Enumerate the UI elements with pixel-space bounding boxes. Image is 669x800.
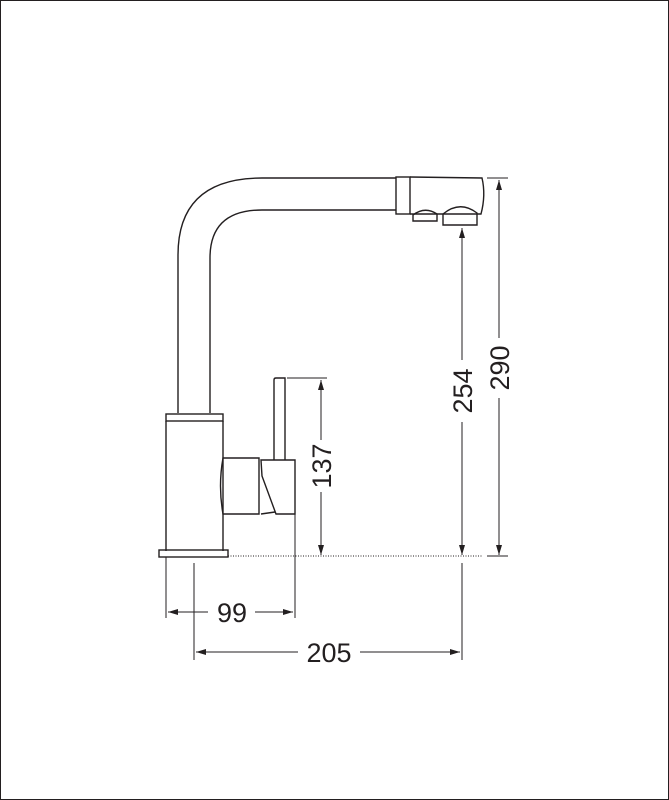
spray-button-1 [412, 209, 438, 222]
faucet-outline [158, 176, 485, 558]
spout-outer [177, 177, 396, 413]
handle-lever [273, 377, 286, 460]
spray-button-2 [442, 206, 478, 226]
handle-hub-left [219, 457, 260, 515]
handle-hub-seam [260, 511, 276, 515]
body-collar [165, 413, 224, 422]
dim-label-290: 290 [485, 345, 515, 390]
body-sides [165, 421, 224, 551]
dim-label-99: 99 [217, 598, 247, 628]
base-plate [158, 549, 229, 558]
dim-label-137: 137 [307, 443, 337, 488]
spray-head-collar [395, 176, 411, 215]
handle-hub-right [260, 459, 296, 515]
dimension-lines [168, 180, 502, 655]
dim-label-254: 254 [448, 368, 478, 413]
spout-inner [209, 209, 396, 413]
spray-head-body [409, 176, 485, 215]
dim-label-205: 205 [306, 638, 351, 668]
extension-lines [165, 177, 508, 660]
